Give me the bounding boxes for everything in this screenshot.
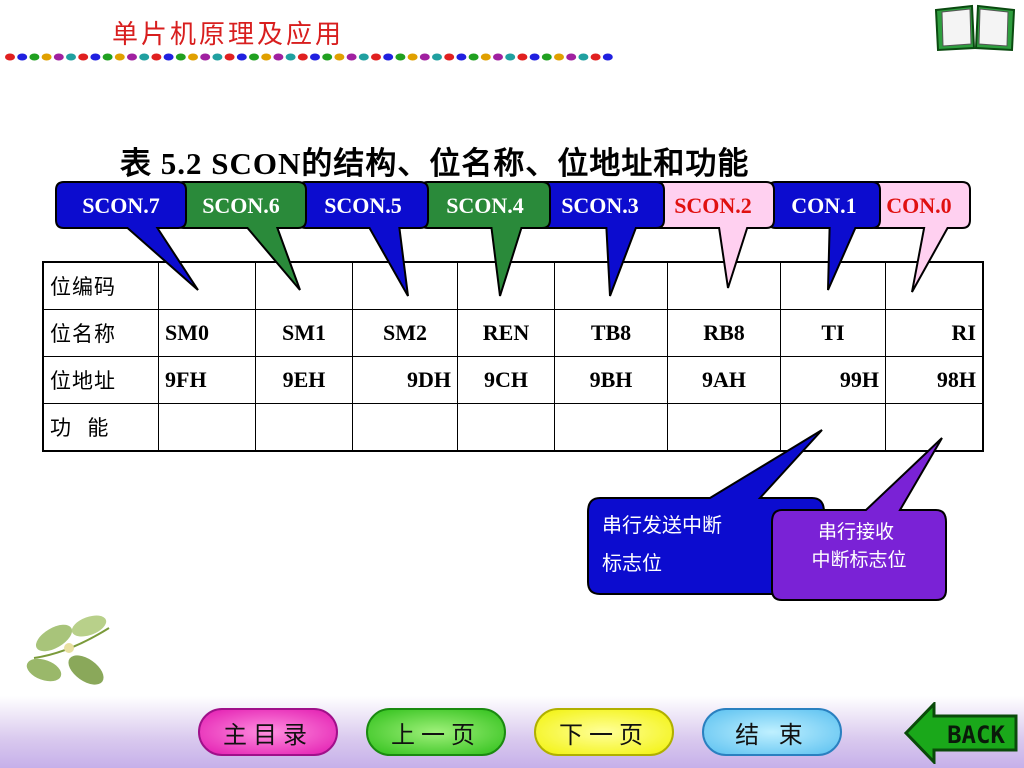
book-icon: [934, 4, 1016, 52]
row-header: 位名称: [42, 309, 159, 357]
table-cell: [780, 403, 886, 452]
bottom-nav-band: [0, 696, 1024, 768]
next-page-button[interactable]: 下一页: [534, 708, 674, 756]
row-header: 功 能: [42, 403, 159, 452]
bit-address-cell: 9CH: [457, 356, 555, 404]
table-cell: [667, 261, 781, 310]
table-title: 表 5.2 SCON的结构、位名称、位地址和功能: [120, 146, 750, 181]
bit-callout-label: CON.1: [791, 193, 856, 218]
table-row: 位地址 9FH 9EH 9DH 9CH 9BH 9AH 99H 98H: [42, 356, 984, 404]
bit-callout-label: SCON.4: [446, 193, 524, 218]
bit-address-cell: 99H: [780, 356, 886, 404]
bit-address-cell: 9BH: [554, 356, 668, 404]
bit-callout-label: SCON.7: [82, 193, 160, 218]
bit-address-cell: 9DH: [352, 356, 458, 404]
main-menu-button[interactable]: 主目录: [198, 708, 338, 756]
bit-callout-label: CON.0: [886, 193, 951, 218]
table-cell: [667, 403, 781, 452]
table-row: 功 能: [42, 403, 984, 452]
table-cell: [255, 403, 353, 452]
bit-address-cell: 98H: [885, 356, 984, 404]
end-label: 结 束: [735, 720, 809, 749]
scon-table: 位编码 位名称 SM0 SM1 SM2 REN TB8 RB8 TI RI 位地…: [42, 261, 984, 452]
bit-name-cell: RI: [885, 309, 984, 357]
table-cell: [158, 261, 256, 310]
bit-address-cell: 9EH: [255, 356, 353, 404]
bit-callout-label: SCON.2: [674, 193, 752, 218]
table-cell: [885, 261, 984, 310]
header-title: 单片机原理及应用: [112, 20, 345, 50]
ti-note-text: 串行发送中断 标志位: [602, 513, 728, 575]
bit-name-cell: TI: [780, 309, 886, 357]
table-cell: [158, 403, 256, 452]
ri-note-text: 串行接收 中断标志位: [811, 521, 906, 571]
bit-callout-label: SCON.5: [324, 193, 402, 218]
ti-note-callout: 串行发送中断 标志位: [587, 429, 825, 595]
bit-name-cell: RB8: [667, 309, 781, 357]
bit-callout-label: SCON.6: [202, 193, 280, 218]
row-header: 位编码: [42, 261, 159, 310]
decorative-dot-divider: [5, 53, 613, 61]
end-button[interactable]: 结 束: [702, 708, 842, 756]
table-row: 位名称 SM0 SM1 SM2 REN TB8 RB8 TI RI: [42, 309, 984, 357]
bit-name-cell: SM2: [352, 309, 458, 357]
back-button[interactable]: BACK: [904, 702, 1020, 764]
table-cell: [554, 403, 668, 452]
table-cell: [255, 261, 353, 310]
main-menu-label: 主目录: [223, 720, 313, 749]
row-header: 位地址: [42, 356, 159, 404]
leaf-decoration: [26, 615, 110, 685]
table-cell: [780, 261, 886, 310]
bit-name-cell: SM1: [255, 309, 353, 357]
back-label: BACK: [947, 721, 1005, 749]
bit-name-cell: SM0: [158, 309, 256, 357]
bit-name-cell: TB8: [554, 309, 668, 357]
table-cell: [457, 261, 555, 310]
bit-callout-label: SCON.3: [561, 193, 639, 218]
table-cell: [352, 403, 458, 452]
ri-note-callout: 串行接收 中断标志位: [771, 437, 947, 601]
table-cell: [554, 261, 668, 310]
prev-page-button[interactable]: 上一页: [366, 708, 506, 756]
next-page-label: 下一页: [559, 720, 649, 749]
bit-address-cell: 9FH: [158, 356, 256, 404]
bit-name-cell: REN: [457, 309, 555, 357]
bit-address-cell: 9AH: [667, 356, 781, 404]
table-cell: [457, 403, 555, 452]
table-row: 位编码: [42, 261, 984, 310]
table-cell: [352, 261, 458, 310]
prev-page-label: 上一页: [391, 720, 481, 749]
